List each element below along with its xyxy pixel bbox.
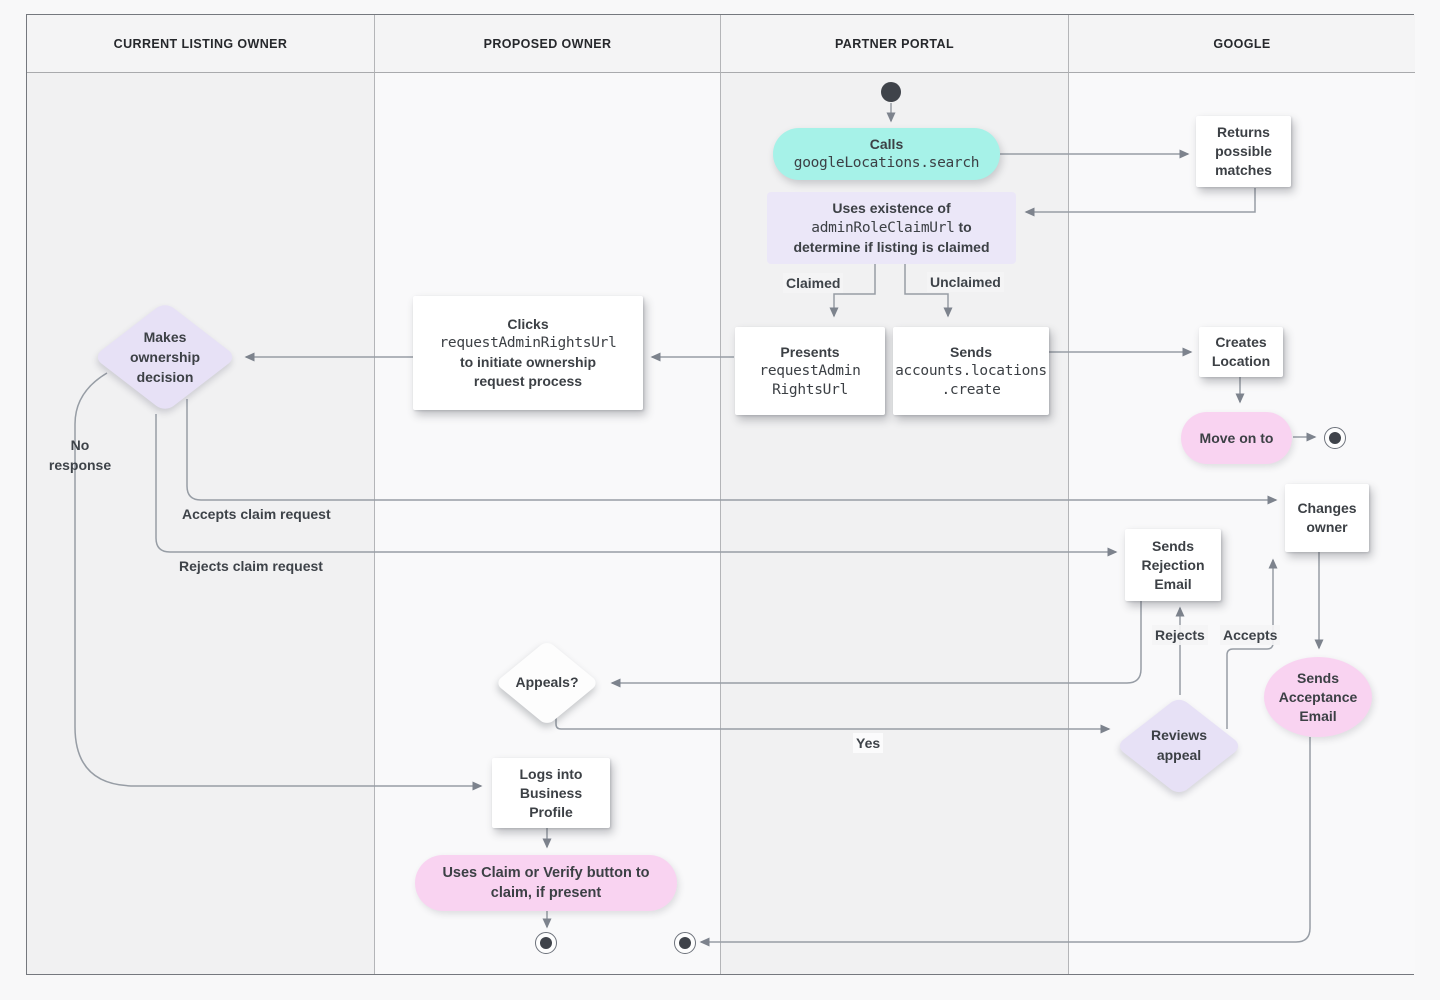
node-move-on-to: Move on to [1181,412,1292,464]
node-code: .create [941,381,1001,398]
node-sends-accounts-locations-create: Sends accounts.locations .create [893,327,1049,415]
node-creates-location: Creates Location [1199,327,1283,377]
node-text: Sends Acceptance Email [1278,669,1358,724]
node-text: Uses Claim or Verify button to claim, if… [442,865,650,901]
node-changes-owner: Changes owner [1285,484,1369,552]
node-makes-ownership-decision-label: Makes ownership decision [129,329,200,385]
lane-header-label: PROPOSED OWNER [483,36,612,51]
edge-label-rejects-claim-request: Rejects claim request [179,558,323,574]
edge-label-accepts: Accepts [1220,625,1281,645]
start-node-icon [881,82,901,102]
node-line: adminRoleClaimUrl to [811,218,971,238]
lane-header-label: PARTNER PORTAL [834,36,955,51]
node-code: adminRoleClaimUrl [811,220,955,236]
edge-label-no-response: No response [48,437,112,473]
end-node-icon [674,932,696,954]
node-title: Clicks [507,316,549,332]
node-uses-claim-or-verify-button: Uses Claim or Verify button to claim, if… [415,855,677,911]
node-returns-possible-matches: Returns possible matches [1196,116,1291,187]
edge-label-yes: Yes [853,733,884,753]
node-clicks-request-admin-rights-url: Clicks requestAdminRightsUrl to initiate… [413,296,643,410]
node-sends-rejection-email: Sends Rejection Email [1125,529,1221,601]
node-text: Creates Location [1211,334,1271,369]
node-code: accounts.locations [895,362,1047,379]
lane-header-label: CURRENT LISTING OWNER [113,36,288,51]
node-code: googleLocations.search [793,155,980,171]
node-text: Logs into Business Profile [519,765,583,820]
node-text: Move on to [1199,429,1274,446]
node-title: Calls [869,136,904,152]
node-line: to initiate ownership request process [459,354,597,389]
node-appeals-label: Appeals? [515,674,579,690]
edge-label-claimed: Claimed [783,273,844,293]
node-title: Sends [949,343,992,360]
lane-header-google: GOOGLE [1068,15,1415,73]
lane-proposed-owner [374,73,720,974]
node-logs-into-business-profile: Logs into Business Profile [492,758,610,828]
node-title: Presents [780,343,840,360]
node-code: requestAdmin [759,362,861,379]
node-text: Changes owner [1297,500,1357,535]
node-text: Sends Rejection Email [1141,537,1205,592]
node-line: Uses existence of [832,200,951,216]
node-sends-acceptance-email: Sends Acceptance Email [1264,657,1372,737]
node-line: determine if listing is claimed [793,239,990,255]
lane-header-label: GOOGLE [1213,36,1271,51]
node-presents-request-admin-rights-url: Presents requestAdmin RightsUrl [735,327,885,415]
edge-label-accepts-claim-request: Accepts claim request [182,506,331,522]
edge-label-rejects: Rejects [1152,625,1208,645]
edge-label-unclaimed: Unclaimed [927,272,1004,292]
node-calls-google-locations-search: Calls googleLocations.search [773,128,1000,180]
end-node-icon [535,932,557,954]
lane-header-current-listing-owner: CURRENT LISTING OWNER [27,15,374,73]
lane-header-proposed-owner: PROPOSED OWNER [374,15,720,73]
node-text: Returns possible matches [1215,124,1272,178]
node-line-suffix: to [958,219,972,235]
node-reviews-appeal-label: Reviews appeal [1150,727,1208,763]
lane-header-partner-portal: PARTNER PORTAL [720,15,1068,73]
end-node-icon [1324,427,1346,449]
node-code: RightsUrl [772,381,848,398]
node-code: requestAdminRightsUrl [439,335,617,351]
node-uses-existence-admin-role-claim-url: Uses existence of adminRoleClaimUrl to d… [767,192,1016,264]
